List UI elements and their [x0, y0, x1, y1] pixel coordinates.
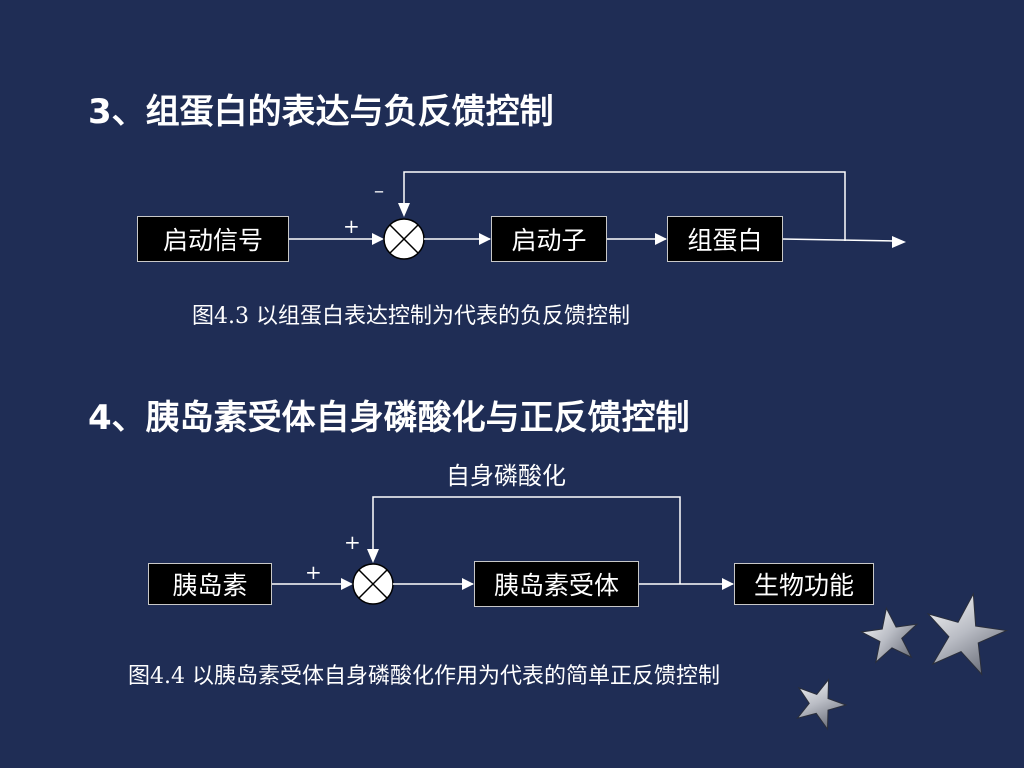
silver-stars-decoration [796, 592, 1009, 731]
sign-feedback-2: + [344, 530, 361, 554]
star-icon [796, 678, 848, 731]
sign-input-1: + [343, 214, 360, 238]
box-insulin-receptor: 胰岛素受体 [474, 561, 639, 607]
comparator-1 [383, 218, 425, 260]
box-histone: 组蛋白 [667, 216, 783, 262]
star-icon [859, 606, 919, 664]
heading-insulin: 4、胰岛素受体自身磷酸化与正反馈控制 [88, 398, 690, 438]
star-icon [926, 592, 1009, 676]
box-insulin: 胰岛素 [148, 563, 272, 605]
sign-input-2: + [305, 560, 322, 584]
box-promoter: 启动子 [491, 216, 607, 262]
comparator-2 [352, 563, 394, 605]
label-autophosphorylation: 自身磷酸化 [446, 462, 566, 490]
box-start-signal: 启动信号 [137, 216, 289, 262]
heading-histone: 3、组蛋白的表达与负反馈控制 [88, 92, 554, 132]
caption-figure-4-3: 图4.3 以组蛋白表达控制为代表的负反馈控制 [192, 304, 630, 329]
sign-feedback-1: – [374, 178, 384, 202]
box-biological-function: 生物功能 [734, 563, 874, 605]
caption-figure-4-4: 图4.4 以胰岛素受体自身磷酸化作用为代表的简单正反馈控制 [128, 664, 720, 689]
